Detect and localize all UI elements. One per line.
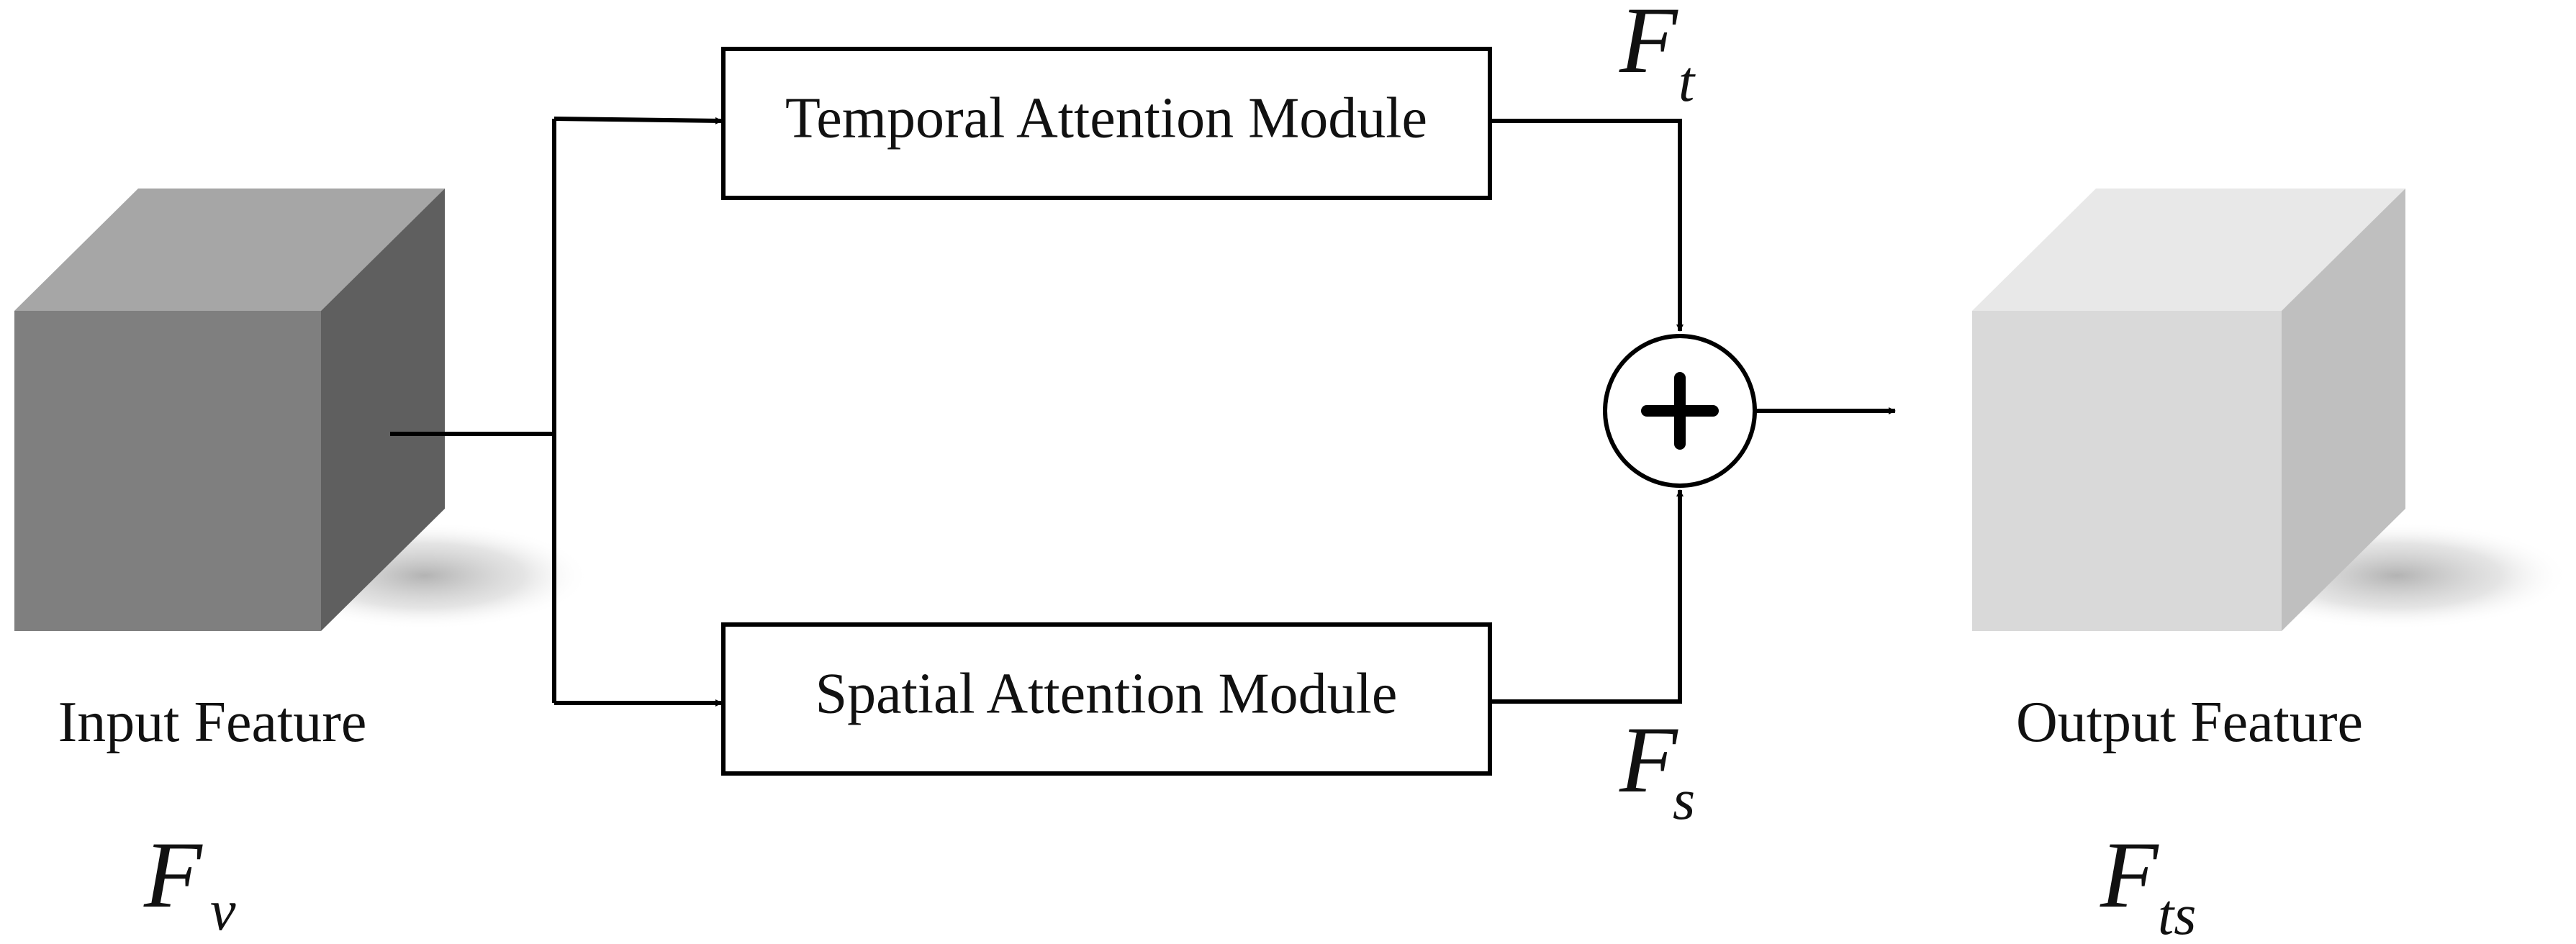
- spatial-to-sum-arrow: [1490, 489, 1684, 704]
- input-feature-label: Input Feature: [58, 691, 367, 754]
- symbol-f-ts: F ts: [2100, 822, 2196, 944]
- output-feature-cube: [1972, 189, 2570, 631]
- symbol-f-t-sub: t: [1678, 50, 1696, 114]
- output-cube-side: [2282, 189, 2405, 631]
- spatial-module-box: [721, 622, 1492, 776]
- element-wise-sum-node: [1603, 334, 1757, 488]
- output-cube-top: [1972, 189, 2405, 311]
- input-feature-cube: [14, 189, 590, 631]
- symbol-f-s-main: F: [1619, 707, 1678, 812]
- symbol-f-s-sub: s: [1673, 768, 1695, 832]
- input-cube-top: [14, 189, 445, 311]
- input-cube-front: [14, 311, 321, 631]
- symbol-f-v-main: F: [143, 822, 203, 927]
- spatial-module-label: Spatial Attention Module: [815, 662, 1398, 725]
- temporal-to-sum-arrow: [1490, 119, 1684, 332]
- input-cube-side: [321, 189, 445, 631]
- output-feature-label: Output Feature: [2016, 691, 2363, 754]
- symbol-f-s: F s: [1619, 707, 1695, 832]
- symbol-f-v-sub: v: [210, 879, 236, 943]
- temporal-attention-module: Temporal Attention Module: [721, 47, 1492, 200]
- symbol-f-ts-main: F: [2100, 822, 2159, 927]
- spatial-attention-module: Spatial Attention Module: [721, 622, 1492, 776]
- arrow-to-temporal: [553, 117, 723, 124]
- temporal-module-label: Temporal Attention Module: [785, 86, 1427, 150]
- temporal-module-box: [721, 47, 1492, 200]
- symbol-f-v: F v: [143, 822, 236, 943]
- output-cube-front: [1972, 311, 2282, 631]
- symbol-f-t: F t: [1619, 0, 1696, 114]
- symbol-f-ts-sub: ts: [2158, 884, 2196, 944]
- symbol-f-t-main: F: [1619, 0, 1678, 93]
